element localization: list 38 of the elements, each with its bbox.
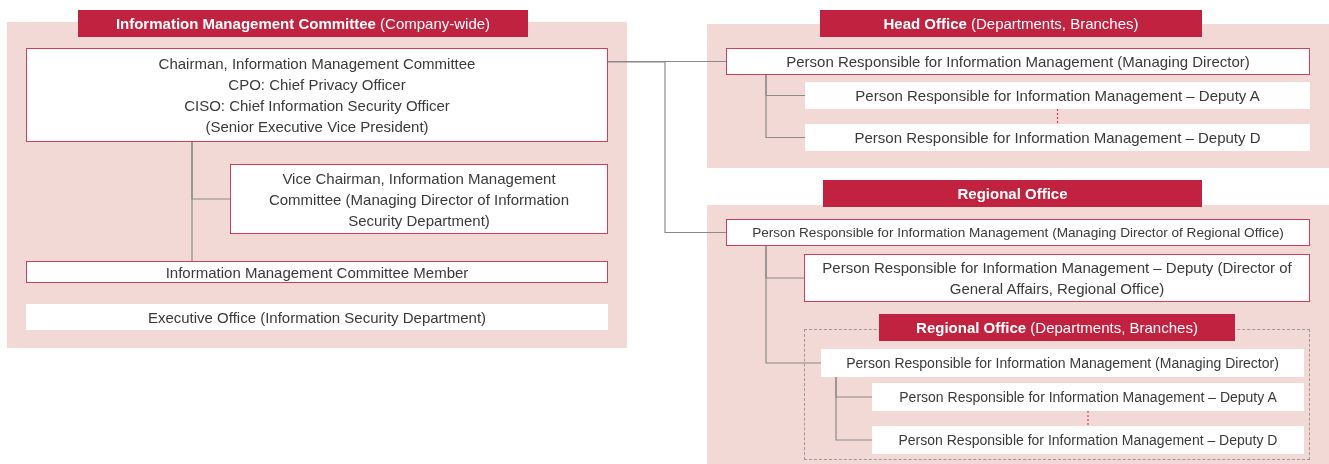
role-text: Person Responsible for Information Management – Deputy A [855, 86, 1260, 106]
office-box [872, 426, 1304, 454]
office-box [805, 82, 1310, 109]
role-text: Person Responsible for Information Management – Deputy A [899, 387, 1277, 407]
connector-line [191, 141, 193, 262]
role-text: CISO: Chief Information Security Officer [184, 96, 450, 116]
dotted-line [1087, 410, 1089, 427]
role-box [230, 164, 608, 234]
role-text: Person Responsible for Information Management (Managing Director) [846, 353, 1279, 373]
role-box [726, 219, 1310, 246]
role-text: Information Management Committee Member [165, 262, 469, 283]
role-text: Vice Chairman, Information Management Committee (Managing Director of Information Security Department) [267, 168, 571, 231]
office-box [872, 383, 1304, 411]
role-text: Person Responsible for Information Management – Deputy D [854, 128, 1261, 148]
role-box [726, 48, 1310, 75]
connector-line [835, 376, 873, 441]
office-box [805, 124, 1310, 151]
role-text: Chairman, Information Management Committee [158, 54, 476, 74]
role-box [804, 254, 1310, 302]
connector-line [765, 245, 822, 364]
dotted-line [1056, 108, 1059, 125]
office-box [821, 349, 1304, 377]
role-text: Person Responsible for Information Management – Deputy D [898, 430, 1278, 450]
role-text: (Senior Executive Vice President) [205, 117, 429, 137]
connector-line [607, 61, 727, 234]
connector-line [765, 74, 806, 139]
office-box [26, 304, 608, 330]
role-text: Person Responsible for Information Management – Deputy (Director of General Affairs, Regional Office) [821, 258, 1293, 299]
role-text: Executive Office (Information Security Department) [147, 307, 487, 328]
role-box [26, 261, 608, 283]
role-box [26, 48, 608, 142]
panel-heading: Regional Office [823, 180, 1202, 207]
panel-heading: Information Management Committee (Company-wide) [78, 10, 528, 37]
panel-heading: Regional Office (Departments, Branches) [879, 314, 1235, 341]
role-text: CPO: Chief Privacy Officer [228, 75, 406, 95]
panel-heading: Head Office (Departments, Branches) [820, 10, 1202, 37]
role-text: Person Responsible for Information Management (Managing Director) [786, 52, 1250, 72]
role-text: Person Responsible for Information Management (Managing Director of Regional Office) [752, 224, 1284, 242]
